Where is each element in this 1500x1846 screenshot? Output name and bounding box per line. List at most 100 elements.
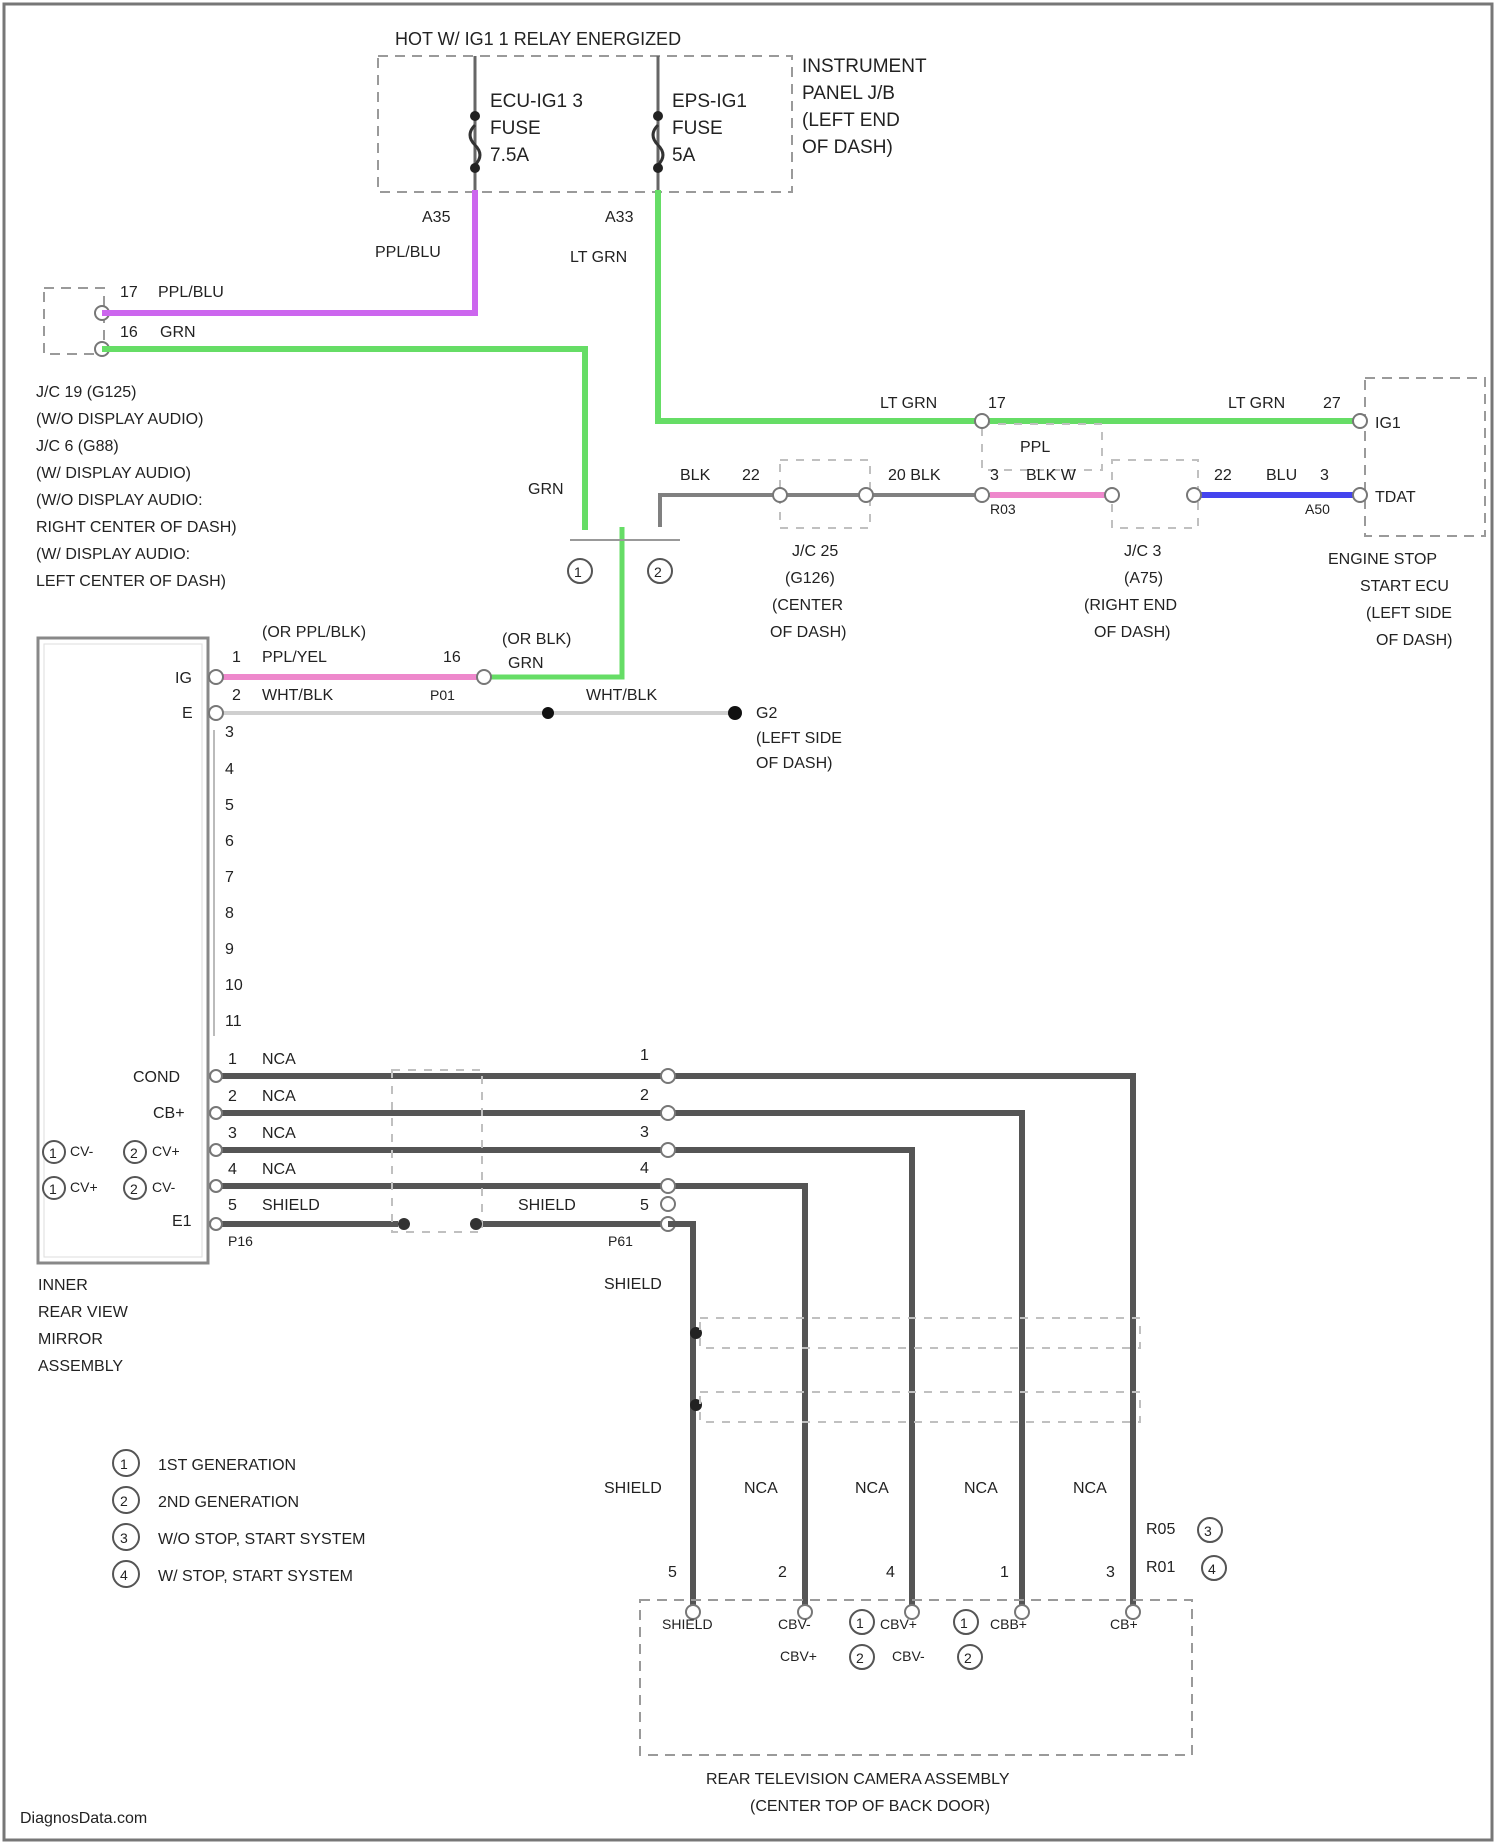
svg-text:1: 1 (49, 1181, 57, 1197)
svg-text:J/C 6 (G88): J/C 6 (G88) (36, 438, 119, 455)
svg-text:REAR TELEVISION CAMERA ASSEMBL: REAR TELEVISION CAMERA ASSEMBLY (706, 1771, 1010, 1788)
ground-g2-label: G2 (LEFT SIDE OF DASH) (756, 705, 842, 772)
wire-label-ppl-blu: PPL/BLU (375, 244, 441, 261)
watermark: DiagnosData.com (20, 1810, 147, 1827)
svg-text:CBV-: CBV- (892, 1648, 925, 1664)
pin-22a: 22 (742, 467, 760, 484)
wire-label-lt-grn: LT GRN (570, 249, 627, 266)
bus-p61: P61 (608, 1233, 633, 1249)
shield-twist-upper (700, 1318, 1140, 1348)
svg-text:11: 11 (225, 1013, 242, 1030)
svg-text:5: 5 (668, 1564, 677, 1581)
svg-text:(CENTER: (CENTER (772, 597, 843, 614)
svg-text:J/C 3: J/C 3 (1124, 543, 1161, 560)
pin-3b: 3 (1320, 467, 1329, 484)
legend-item-4: 4 W/ STOP, START SYSTEM (113, 1561, 353, 1587)
svg-text:(LEFT SIDE: (LEFT SIDE (756, 730, 842, 747)
svg-text:EPS-IG1: EPS-IG1 (672, 91, 747, 112)
svg-text:3: 3 (1106, 1564, 1115, 1581)
legend-item-3: 3 W/O STOP, START SYSTEM (113, 1524, 365, 1550)
svg-text:NCA: NCA (262, 1161, 296, 1178)
blu-label: BLU (1266, 467, 1297, 484)
svg-text:OF DASH): OF DASH) (802, 137, 893, 158)
svg-text:INNER: INNER (38, 1277, 88, 1294)
ground-dot (728, 706, 742, 720)
feed-pin-2: 2 (232, 687, 241, 704)
svg-text:4: 4 (640, 1160, 649, 1177)
option-badge-1: 1 (568, 559, 592, 583)
wire-lt-grn (658, 190, 1360, 421)
svg-text:2: 2 (130, 1145, 138, 1161)
svg-text:6: 6 (225, 833, 234, 850)
camera-terminal-labels: SHIELD CBV- CBV+ CBB+ CB+ (662, 1616, 1138, 1632)
svg-text:CBV+: CBV+ (780, 1648, 817, 1664)
svg-text:OF DASH): OF DASH) (1094, 624, 1170, 641)
svg-text:(RIGHT END: (RIGHT END (1084, 597, 1177, 614)
jc3-label: J/C 3 (A75) (RIGHT END OF DASH) (1084, 543, 1177, 641)
drop-shield: SHIELD (604, 1480, 662, 1497)
mirror-assembly-box (38, 638, 208, 1263)
svg-text:CBV-: CBV- (778, 1616, 811, 1632)
svg-text:NCA: NCA (262, 1125, 296, 1142)
svg-text:7: 7 (225, 869, 234, 886)
svg-text:PANEL J/B: PANEL J/B (802, 83, 895, 104)
bus-shield-mid: SHIELD (518, 1197, 576, 1214)
svg-text:2: 2 (964, 1650, 972, 1666)
fuse1-label: ECU-IG1 3 FUSE 7.5A (490, 91, 583, 166)
svg-text:2: 2 (654, 564, 662, 580)
pin-3a: 3 (990, 467, 999, 484)
svg-text:(W/ DISPLAY AUDIO:: (W/ DISPLAY AUDIO: (36, 546, 190, 563)
svg-text:3: 3 (225, 724, 234, 741)
svg-text:5A: 5A (672, 145, 696, 166)
svg-text:(A75): (A75) (1124, 570, 1163, 587)
mirror-label: INNER REAR VIEW MIRROR ASSEMBLY (38, 1277, 129, 1375)
ecu-ig1: IG1 (1375, 415, 1401, 432)
svg-text:ASSEMBLY: ASSEMBLY (38, 1358, 123, 1375)
svg-text:(W/ DISPLAY AUDIO): (W/ DISPLAY AUDIO) (36, 465, 191, 482)
svg-text:W/ STOP, START SYSTEM: W/ STOP, START SYSTEM (158, 1568, 353, 1585)
jc3-box (1112, 460, 1198, 528)
camera-pins: 5 2 4 1 3 (668, 1564, 1115, 1581)
svg-text:W/O STOP, START SYSTEM: W/O STOP, START SYSTEM (158, 1531, 365, 1548)
svg-text:NCA: NCA (262, 1051, 296, 1068)
svg-text:2: 2 (856, 1650, 864, 1666)
ecu-tdat-terminal (1353, 488, 1367, 502)
svg-text:CV-: CV- (152, 1179, 176, 1195)
svg-text:1: 1 (228, 1051, 237, 1068)
svg-text:(CENTER TOP OF BACK DOOR): (CENTER TOP OF BACK DOOR) (750, 1798, 990, 1815)
svg-text:FUSE: FUSE (490, 118, 541, 139)
pin-20-blk: 20 BLK (888, 467, 941, 484)
jc3-terminal-b (1187, 488, 1201, 502)
svg-text:RIGHT CENTER OF DASH): RIGHT CENTER OF DASH) (36, 519, 237, 536)
svg-text:10: 10 (225, 977, 243, 994)
jc19-label: J/C 19 (G125) (W/O DISPLAY AUDIO) J/C 6 … (36, 384, 237, 590)
pin-a35: A35 (422, 209, 451, 226)
legend-item-1: 1 1ST GENERATION (113, 1450, 296, 1476)
svg-text:FUSE: FUSE (672, 118, 723, 139)
svg-text:CV+: CV+ (70, 1179, 98, 1195)
svg-text:(G126): (G126) (785, 570, 835, 587)
fuse-eps-ig1 (653, 56, 663, 190)
svg-text:OF DASH): OF DASH) (756, 755, 832, 772)
pin-27: 27 (1323, 395, 1341, 412)
svg-text:4: 4 (120, 1567, 128, 1583)
jc19-connector-box (44, 288, 104, 354)
drop-nca-3: NCA (964, 1480, 998, 1497)
shield-twist-lower (700, 1392, 1140, 1422)
svg-text:2ND GENERATION: 2ND GENERATION (158, 1494, 299, 1511)
engine-ecu-label: ENGINE STOP START ECU (LEFT SIDE OF DASH… (1328, 551, 1452, 649)
svg-text:CV+: CV+ (152, 1143, 180, 1159)
mirror-e: E (182, 705, 193, 722)
bus-right-terminals (661, 1069, 675, 1231)
or-blk-label: (OR BLK) (502, 631, 571, 648)
mirror-cv-variants: 1 CV- 2 CV+ 1 CV+ 2 CV- (43, 1141, 180, 1199)
r05-label: R05 3 (1146, 1518, 1222, 1542)
wht-blk-label-2: WHT/BLK (586, 687, 657, 704)
svg-text:1ST GENERATION: 1ST GENERATION (158, 1457, 296, 1474)
ecu-ig1-terminal (1353, 414, 1367, 428)
svg-text:ECU-IG1 3: ECU-IG1 3 (490, 91, 583, 112)
feed-grn-label: GRN (508, 655, 544, 672)
fuse-ecu-ig1-3 (470, 56, 480, 190)
grn-label: GRN (528, 481, 564, 498)
